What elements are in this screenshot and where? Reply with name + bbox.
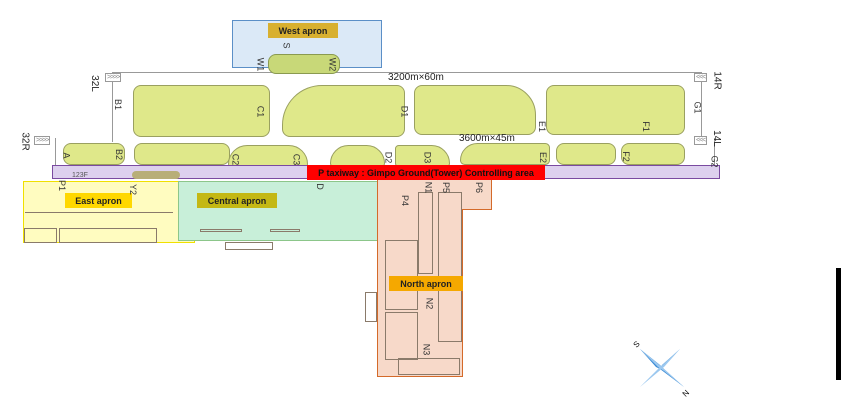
grass-block (63, 143, 125, 165)
grass-block (134, 143, 230, 165)
west-apron-grass (268, 54, 340, 74)
taxiway-label: W1 (255, 57, 266, 72)
taxiway-label: E1 (537, 120, 548, 133)
taxiway-label: C3 (291, 153, 302, 166)
grass-block (133, 85, 270, 137)
p-taxiway-hold (132, 171, 180, 179)
apron-stand (438, 192, 462, 342)
taxiway-label: G1 (692, 101, 703, 114)
north-apron-area-top (462, 179, 492, 210)
taxiway-label: W2 (327, 57, 338, 72)
threshold-32R: >>>> (34, 136, 51, 145)
taxiway-label: C1 (255, 105, 266, 118)
taxiway-label: B1 (113, 98, 124, 111)
apron-stand (270, 229, 300, 232)
taxiway-label: D1 (399, 105, 410, 118)
runway-area-outline (112, 72, 702, 142)
taxiway-label: P4 (400, 194, 411, 207)
apron-stand (398, 358, 460, 375)
runway-upper-dimension: 3200m×60m (388, 72, 444, 83)
grass-block (282, 85, 405, 137)
north-apron-label: North apron (389, 276, 463, 291)
taxiway-label: G2 (709, 155, 720, 168)
compass-rose-icon (640, 349, 684, 387)
apron-stand (418, 192, 433, 274)
apron-stand (225, 242, 273, 250)
taxiway-label: F2 (620, 151, 631, 162)
grass-block (330, 145, 385, 167)
taxiway-label: D3 (422, 151, 433, 164)
taxiway-label: D2 (383, 151, 394, 164)
runway-32R-label: 32R (19, 132, 31, 151)
runway-14L-label: 14L (710, 130, 722, 147)
apron-stand (365, 292, 377, 322)
taxiway-label: D (314, 183, 325, 190)
taxiway-label: C2 (230, 153, 241, 166)
apron-stand (59, 228, 157, 243)
runway-lower-dimension: 3600m×45m (459, 133, 515, 144)
taxiway-label: S (281, 42, 292, 49)
apron-stand (385, 312, 418, 360)
runway-32L-label: 32L (88, 75, 100, 92)
taxiway-label: P1 (57, 179, 68, 192)
grass-block (460, 143, 550, 165)
grass-block (546, 85, 685, 135)
taxiway-label: P5 (441, 181, 452, 194)
p-taxiway-label: P taxiway : Gimpo Ground(Tower) Controll… (307, 165, 545, 180)
threshold-14R: <<< (694, 73, 708, 82)
threshold-32L: >>>> (105, 73, 122, 82)
taxiway-label: P6 (474, 181, 485, 194)
taxiway-label: B2 (114, 148, 125, 161)
threshold-14L: <<< (694, 136, 708, 145)
west-apron-label: West apron (268, 23, 338, 38)
taxiway-label: N2 (424, 297, 435, 310)
grass-block (621, 143, 685, 165)
grass-block (414, 85, 536, 135)
scale-bar (836, 268, 841, 380)
apron-stand (200, 229, 242, 232)
taxiway-label: A (61, 152, 72, 159)
apron-stand (385, 240, 418, 310)
compass-north-label: N (680, 388, 692, 399)
taxiway-label: E2 (538, 151, 549, 164)
runway-14R-label: 14R (711, 71, 723, 90)
east-apron-label: East apron (65, 193, 132, 208)
taxiway-label: 123F (72, 172, 88, 179)
taxiway-label: N3 (421, 343, 432, 356)
taxiway-label: Y2 (128, 183, 139, 196)
apron-stand (25, 212, 173, 214)
central-apron-area (178, 181, 380, 241)
taxiway-label: N1 (423, 181, 434, 194)
central-apron-label: Central apron (197, 193, 277, 208)
taxiway-label: F1 (640, 121, 651, 132)
apron-stand (24, 228, 57, 243)
grass-block (556, 143, 616, 165)
